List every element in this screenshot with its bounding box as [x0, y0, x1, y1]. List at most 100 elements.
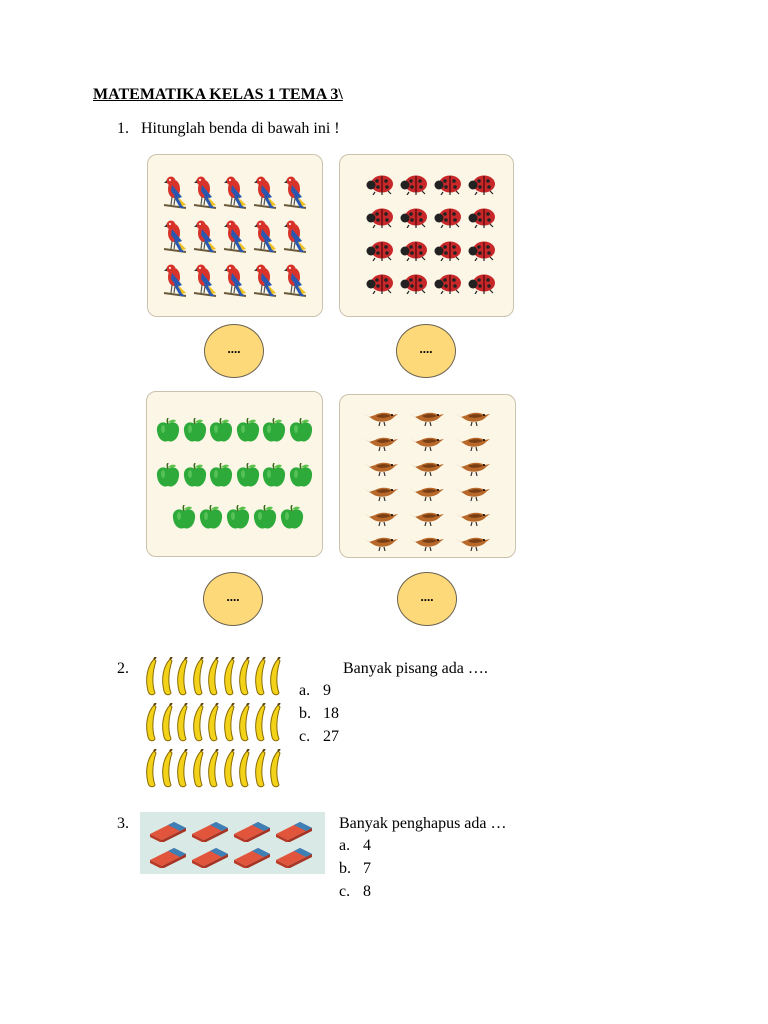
question-3-options: a.4 b.7 c.8 [339, 834, 371, 903]
ladybug-icon [366, 206, 396, 228]
ladybug-icon [434, 272, 464, 294]
question-3-text: Banyak penghapus ada … [339, 815, 507, 832]
sparrow-icon [452, 482, 492, 502]
answer-bubble-ladybugs[interactable]: .... [396, 324, 456, 378]
banana-icon [236, 657, 252, 697]
parrot-panel [147, 154, 323, 317]
banana-icon [205, 703, 221, 743]
banana-icon [267, 703, 283, 743]
parrot-icon [192, 175, 218, 211]
parrot-icon [192, 263, 218, 299]
apple-icon [279, 505, 305, 531]
parrot-icon [282, 263, 308, 299]
parrot-icon [162, 219, 188, 255]
eraser-icon [148, 846, 188, 868]
ladybug-icon [468, 239, 498, 261]
banana-icon [190, 657, 206, 697]
ladybug-icon [468, 206, 498, 228]
ladybug-icon [366, 173, 396, 195]
apple-icon [171, 505, 197, 531]
option-c[interactable]: c.8 [339, 883, 371, 900]
sparrow-icon [360, 482, 400, 502]
parrot-icon [282, 219, 308, 255]
banana-icon [252, 703, 268, 743]
apple-icon [252, 505, 278, 531]
banana-icon [159, 749, 175, 789]
question-3-number: 3. [117, 815, 129, 832]
answer-bubble-apples[interactable]: .... [203, 572, 263, 626]
sparrow-icon [452, 457, 492, 477]
ladybug-icon [400, 272, 430, 294]
apple-icon [208, 463, 234, 489]
answer-bubble-parrots[interactable]: .... [204, 324, 264, 378]
answer-bubble-sparrows[interactable]: .... [397, 572, 457, 626]
banana-icon [236, 749, 252, 789]
sparrow-icon [406, 482, 446, 502]
banana-icon [221, 657, 237, 697]
banana-icon [221, 749, 237, 789]
sparrow-icon [406, 407, 446, 427]
apple-panel [146, 391, 323, 557]
option-a[interactable]: a.4 [339, 837, 371, 854]
ladybug-panel [339, 154, 514, 317]
apple-icon [288, 418, 314, 444]
apple-icon [208, 418, 234, 444]
eraser-icon [232, 820, 272, 842]
question-1-number: 1. [117, 120, 129, 137]
sparrow-icon [452, 532, 492, 552]
sparrow-icon [452, 407, 492, 427]
parrot-icon [252, 263, 278, 299]
ladybug-icon [434, 173, 464, 195]
sparrow-icon [406, 457, 446, 477]
parrot-icon [252, 219, 278, 255]
sparrow-icon [360, 407, 400, 427]
parrot-icon [162, 175, 188, 211]
apple-icon [182, 463, 208, 489]
parrot-icon [252, 175, 278, 211]
sparrow-icon [360, 457, 400, 477]
parrot-icon [282, 175, 308, 211]
banana-icon [267, 749, 283, 789]
ladybug-icon [366, 272, 396, 294]
apple-icon [182, 418, 208, 444]
ladybug-icon [434, 206, 464, 228]
sparrow-icon [360, 532, 400, 552]
sparrow-icon [452, 507, 492, 527]
question-2-number: 2. [117, 660, 129, 677]
question-1-text: Hitunglah benda di bawah ini ! [141, 120, 340, 137]
ladybug-icon [468, 173, 498, 195]
sparrow-icon [406, 507, 446, 527]
option-b[interactable]: b.18 [299, 705, 339, 722]
banana-icon [159, 703, 175, 743]
banana-icon [143, 657, 159, 697]
ladybug-icon [434, 239, 464, 261]
sparrow-panel [339, 394, 516, 558]
option-b[interactable]: b.7 [339, 860, 371, 877]
banana-icon [205, 749, 221, 789]
sparrow-icon [406, 532, 446, 552]
eraser-image [140, 812, 325, 874]
option-a[interactable]: a.9 [299, 682, 331, 699]
banana-icon [174, 703, 190, 743]
apple-icon [155, 418, 181, 444]
parrot-icon [162, 263, 188, 299]
apple-icon [261, 463, 287, 489]
banana-icon [159, 657, 175, 697]
banana-icon [236, 703, 252, 743]
parrot-icon [222, 219, 248, 255]
sparrow-icon [452, 432, 492, 452]
option-c[interactable]: c.27 [299, 728, 339, 745]
apple-icon [235, 418, 261, 444]
parrot-icon [192, 219, 218, 255]
eraser-icon [148, 820, 188, 842]
question-2-options: a.9 b.18 c.27 [299, 679, 339, 748]
eraser-icon [274, 820, 314, 842]
sparrow-icon [360, 432, 400, 452]
ladybug-icon [366, 239, 396, 261]
banana-icon [221, 703, 237, 743]
banana-icon [190, 749, 206, 789]
ladybug-icon [400, 206, 430, 228]
banana-group [141, 655, 286, 793]
ladybug-icon [468, 272, 498, 294]
parrot-icon [222, 263, 248, 299]
